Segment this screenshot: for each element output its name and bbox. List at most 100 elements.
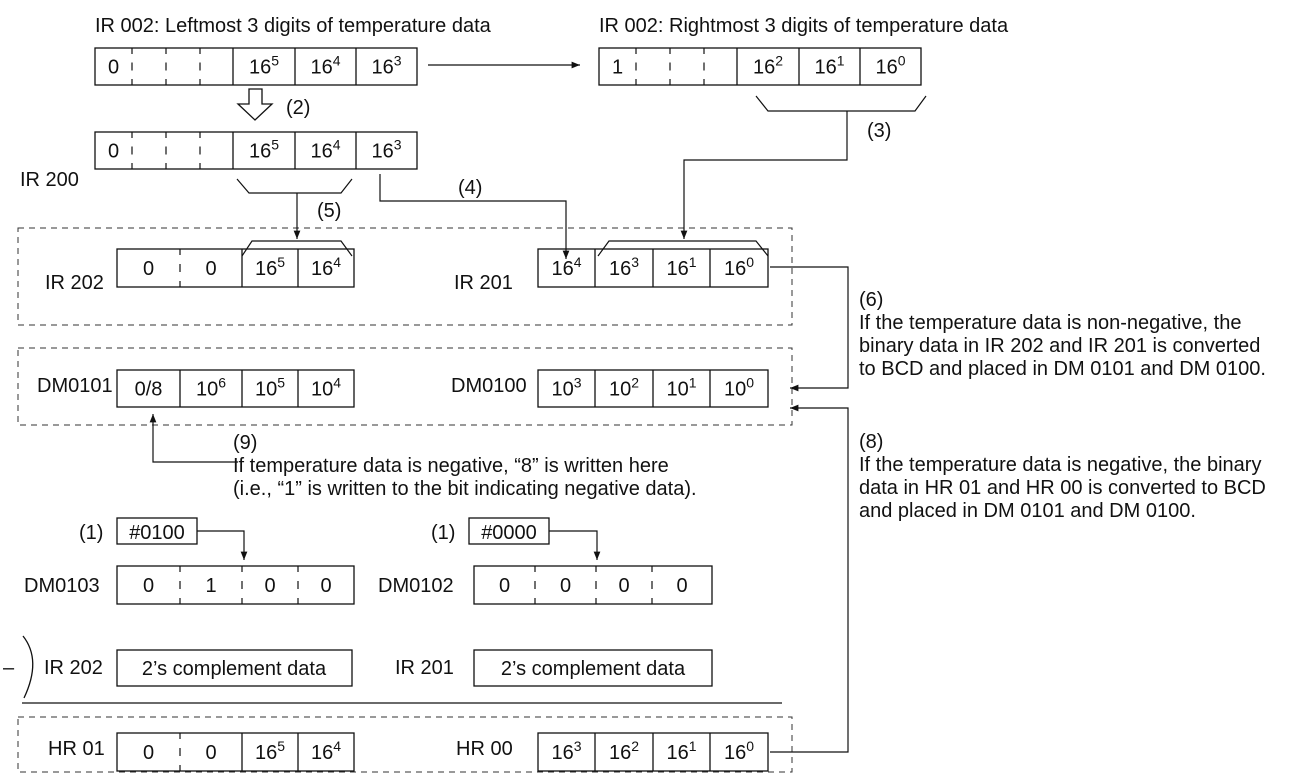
frame-hr01-hr00 — [17, 716, 793, 773]
hollow-down-arrow — [236, 88, 274, 121]
ir200-cell-5: 164 — [310, 137, 340, 163]
ir201-complement-box — [473, 649, 713, 687]
dm0102-cell-1: 0 — [560, 575, 571, 597]
register-ir002-left: 0 165 164 163 — [94, 47, 418, 86]
step-label-6: (6) — [859, 289, 883, 311]
note-9-line-2: (i.e., “1” is written to the bit indicat… — [233, 478, 697, 500]
label-ir201-comp: IR 201 — [395, 657, 454, 679]
connector-1-left — [197, 530, 248, 560]
subtraction-bracket — [22, 635, 34, 699]
note-6-line-2: binary data in IR 202 and IR 201 is conv… — [859, 335, 1260, 357]
ir002-left-outline — [94, 47, 418, 86]
step-label-8: (8) — [859, 431, 883, 453]
hr01-cell-3: 164 — [311, 738, 341, 764]
step-label-5: (5) — [317, 200, 341, 222]
label-hr00: HR 00 — [456, 738, 513, 760]
label-ir200: IR 200 — [20, 169, 79, 191]
note-8-line-3: and placed in DM 0101 and DM 0100. — [859, 500, 1196, 522]
hr01-outline — [116, 732, 355, 772]
dm0103-cell-0: 0 — [143, 575, 154, 597]
ir200-cell-6: 163 — [371, 137, 401, 163]
dm0102-cell-0: 0 — [499, 575, 510, 597]
hr01-cell-1: 0 — [205, 742, 216, 764]
ir202-complement-box — [116, 649, 353, 687]
ir002-right-cell-5: 161 — [814, 53, 844, 79]
bracket-ir202-top — [241, 240, 353, 257]
hr00-cell-1: 162 — [609, 738, 639, 764]
label-dm0100: DM0100 — [451, 375, 527, 397]
hr01-cell-2: 165 — [255, 738, 285, 764]
bracket-ir201-top — [597, 240, 769, 257]
dm0101-outline — [116, 369, 355, 408]
note-8: If the temperature data is negative, the… — [859, 454, 1266, 522]
dm0100-cell-2: 101 — [666, 375, 696, 401]
ir002-left-cell-5: 164 — [310, 53, 340, 79]
label-ir202: IR 202 — [45, 272, 104, 294]
bracket-5 — [236, 178, 353, 194]
ir002-left-cell-6: 163 — [371, 53, 401, 79]
ir002-left-cell-0: 0 — [108, 57, 119, 79]
label-ir202-comp: IR 202 — [44, 657, 103, 679]
step-label-2: (2) — [286, 97, 310, 119]
dm0101-cell-0: 0/8 — [135, 379, 163, 401]
ir002-right-outline — [598, 47, 922, 86]
connector-4 — [379, 174, 570, 259]
ir201-cell-0: 164 — [551, 254, 581, 280]
note-6-line-3: to BCD and placed in DM 0101 and DM 0100… — [859, 358, 1266, 380]
dm0102-outline — [473, 565, 713, 605]
dm0102-cell-2: 0 — [618, 575, 629, 597]
note-8-line-1: If the temperature data is negative, the… — [859, 454, 1261, 476]
dm0103-outline — [116, 565, 355, 605]
dm0102-cell-3: 0 — [676, 575, 687, 597]
ir002-right-cell-6: 160 — [875, 53, 905, 79]
ir200-cell-4: 165 — [249, 137, 279, 163]
step-label-4: (4) — [458, 177, 482, 199]
hr00-cell-2: 161 — [666, 738, 696, 764]
dm0101-cell-3: 104 — [311, 375, 341, 401]
connector-3 — [680, 111, 848, 239]
frame-ir202-ir201 — [17, 227, 793, 326]
label-dm0102: DM0102 — [378, 575, 454, 597]
ir202-cell-1: 0 — [205, 258, 216, 280]
bracket-3 — [755, 95, 927, 112]
ir201-cell-2: 161 — [666, 254, 696, 280]
ir202-complement-text: 2’s complement data — [142, 658, 327, 680]
dm0101-cell-1: 106 — [196, 375, 226, 401]
hr01-cell-0: 0 — [143, 742, 154, 764]
note-9: If temperature data is negative, “8” is … — [233, 455, 697, 500]
dm0100-cell-0: 103 — [551, 375, 581, 401]
dm0103-cell-2: 0 — [264, 575, 275, 597]
register-dm0100: 103 102 101 100 — [537, 369, 769, 408]
caption-ir002-left: IR 002: Leftmost 3 digits of temperature… — [95, 15, 492, 37]
ir200-outline — [94, 131, 418, 170]
constant-0100-text: #0100 — [129, 522, 185, 544]
connectors — [149, 61, 927, 753]
note-9-line-1: If temperature data is negative, “8” is … — [233, 455, 669, 477]
frame-dm0101-dm0100 — [17, 347, 793, 426]
step-label-3: (3) — [867, 120, 891, 142]
ir200-cell-0: 0 — [108, 141, 119, 163]
dm0100-cell-1: 102 — [609, 375, 639, 401]
ir202-cell-2: 165 — [255, 254, 285, 280]
hr00-cell-0: 163 — [551, 738, 581, 764]
ir002-left-cell-4: 165 — [249, 53, 279, 79]
note-8-line-2: data in HR 01 and HR 00 is converted to … — [859, 477, 1266, 499]
minus-sign: – — [3, 657, 15, 679]
dm0103-cell-3: 0 — [320, 575, 331, 597]
dm0100-cell-3: 100 — [724, 375, 754, 401]
step-label-9: (9) — [233, 432, 257, 454]
label-hr01: HR 01 — [48, 738, 105, 760]
label-dm0101: DM0101 — [37, 375, 113, 397]
step-label-1-right: (1) — [431, 522, 455, 544]
label-dm0103: DM0103 — [24, 575, 100, 597]
register-hr01: 0 0 165 164 — [116, 732, 355, 772]
connector-6 — [770, 266, 849, 392]
step-label-1-left: (1) — [79, 522, 103, 544]
connector-1-right — [549, 530, 601, 560]
label-ir201: IR 201 — [454, 272, 513, 294]
